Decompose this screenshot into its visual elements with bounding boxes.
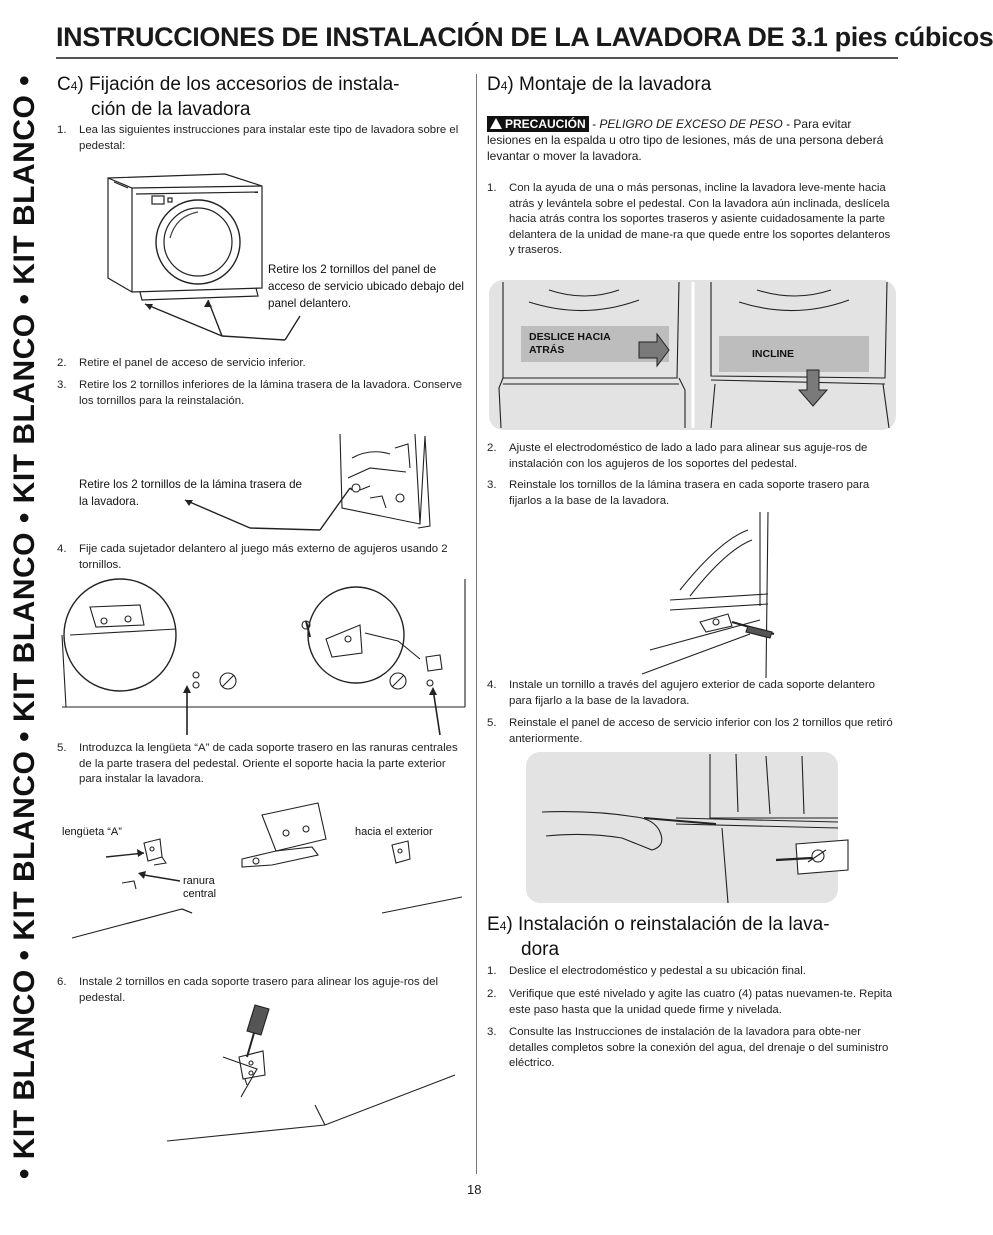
slot-label: ranura central bbox=[183, 875, 217, 900]
section-c4-sub: 4 bbox=[70, 79, 78, 93]
section-e4-heading-line2: dora bbox=[521, 939, 560, 960]
caution-badge: PRECAUCIÓN bbox=[487, 116, 589, 132]
step-text: Instale 2 tornillos en cada soporte tras… bbox=[79, 976, 439, 1004]
step-text: Reinstale el panel de acceso de servicio… bbox=[509, 717, 893, 745]
tilt-label: INCLINE bbox=[752, 348, 794, 360]
section-d4-heading: D4) Montaje de la lavadora bbox=[487, 73, 887, 98]
c4-step-5: 5. Introduzca la lengüeta “A” de cada so… bbox=[57, 741, 467, 788]
outward-label: hacia el exterior bbox=[355, 826, 433, 838]
step-number: 6. bbox=[57, 976, 67, 988]
step-number: 5. bbox=[57, 742, 67, 754]
sidebar-banner-text: • KIT BLANCO • KIT BLANCO • KIT BLANCO •… bbox=[8, 74, 41, 1180]
figure-washer-front bbox=[107, 173, 301, 341]
step-text: Verifique que esté nivelado y agite las … bbox=[509, 988, 893, 1016]
tab-label: lengüeta “A” bbox=[62, 826, 122, 838]
section-e4-heading-line1: ) Instalación o reinstalación de la lava… bbox=[506, 914, 830, 935]
section-c4-letter: C bbox=[57, 74, 71, 95]
title-rule bbox=[56, 57, 898, 59]
d4-step-1: 1. Con la ayuda de una o más personas, i… bbox=[487, 181, 899, 259]
figure-rear-panel-screws bbox=[184, 433, 431, 531]
c4-step-2: 2. Retire el panel de acceso de servicio… bbox=[57, 356, 467, 372]
step-text: Reinstale los tornillos de la lámina tra… bbox=[509, 479, 870, 507]
slide-back-label: DESLICE HACIA ATRÁS bbox=[529, 331, 611, 356]
step-text: Deslice el electrodoméstico y pedestal a… bbox=[509, 965, 806, 977]
c4-step-1: 1. Lea las siguientes instrucciones para… bbox=[57, 123, 467, 154]
step-number: 3. bbox=[487, 1026, 497, 1038]
figure-reinstall-panel bbox=[526, 752, 838, 903]
step-text: Retire el panel de acceso de servicio in… bbox=[79, 357, 306, 369]
d4-step-3: 3. Reinstale los tornillos de la lámina … bbox=[487, 478, 899, 509]
caution-hazard: - PELIGRO DE EXCESO DE PESO - bbox=[588, 117, 794, 131]
step-number: 5. bbox=[487, 717, 497, 729]
step-number: 2. bbox=[57, 357, 67, 369]
step-number: 1. bbox=[487, 965, 497, 977]
section-c4-heading-line1: ) Fijación de los accesorios de instala- bbox=[77, 74, 400, 95]
step-text: Consulte las Instrucciones de instalació… bbox=[509, 1026, 889, 1069]
step-text: Instale un tornillo a través del agujero… bbox=[509, 679, 875, 707]
figure-front-brackets bbox=[61, 578, 466, 736]
step-number: 3. bbox=[487, 479, 497, 491]
step-number: 1. bbox=[487, 182, 497, 194]
caution-notice: PRECAUCIÓN - PELIGRO DE EXCESO DE PESO -… bbox=[487, 116, 897, 164]
step-number: 2. bbox=[487, 988, 497, 1000]
e4-step-3: 3. Consulte las Instrucciones de instala… bbox=[487, 1025, 899, 1072]
figure-front-bracket-screw bbox=[641, 511, 775, 679]
warning-icon bbox=[490, 118, 502, 129]
figure-reinstall-panel-drawing bbox=[541, 753, 849, 904]
caution-badge-text: PRECAUCIÓN bbox=[505, 117, 586, 131]
step-number: 1. bbox=[57, 124, 67, 136]
column-divider bbox=[476, 74, 477, 1174]
step-text: Lea las siguientes instrucciones para in… bbox=[79, 124, 459, 152]
step-text: Fije cada sujetador delantero al juego m… bbox=[79, 543, 448, 571]
figure1-label: Retire los 2 tornillos del panel de acce… bbox=[268, 263, 464, 310]
step-text: Con la ayuda de una o más personas, incl… bbox=[509, 182, 891, 256]
section-c4-heading-line2: ción de la lavadora bbox=[91, 99, 251, 120]
caution-text: Para evitar lesiones en la espalda u otr… bbox=[487, 117, 884, 163]
step-number: 4. bbox=[57, 543, 67, 555]
step-text: Ajuste el electrodoméstico de lado a lad… bbox=[509, 442, 868, 470]
d4-step-2: 2. Ajuste el electrodoméstico de lado a … bbox=[487, 441, 899, 472]
section-e4-letter: E bbox=[487, 914, 500, 935]
step-number: 3. bbox=[57, 379, 67, 391]
d4-step-5: 5. Reinstale el panel de acceso de servi… bbox=[487, 716, 899, 747]
section-d4-sub: 4 bbox=[500, 79, 508, 93]
sidebar-banner: • KIT BLANCO • KIT BLANCO • KIT BLANCO •… bbox=[0, 75, 50, 1180]
page-number: 18 bbox=[467, 1182, 482, 1197]
step-text: Introduzca la lengüeta “A” de cada sopor… bbox=[79, 742, 458, 785]
e4-step-2: 2. Verifique que esté nivelado y agite l… bbox=[487, 987, 899, 1018]
c4-step-3: 3. Retire los 2 tornillos inferiores de … bbox=[57, 378, 467, 409]
section-d4-letter: D bbox=[487, 74, 501, 95]
step-number: 4. bbox=[487, 679, 497, 691]
figure-screwdriver-bracket bbox=[166, 1004, 456, 1142]
d4-step-4: 4. Instale un tornillo a través del aguj… bbox=[487, 678, 899, 709]
section-d4-heading-text: ) Montaje de la lavadora bbox=[507, 74, 712, 95]
figure-slide-tilt-drawing bbox=[498, 281, 890, 429]
figure-rear-brackets bbox=[71, 802, 463, 939]
section-c4-heading: C4) Fijación de los accesorios de instal… bbox=[57, 73, 457, 122]
c4-step-6: 6. Instale 2 tornillos en cada soporte t… bbox=[57, 975, 467, 1006]
figure2-label: Retire los 2 tornillos de la lámina tras… bbox=[79, 478, 302, 508]
page-title: INSTRUCCIONES DE INSTALACIÓN DE LA LAVAD… bbox=[56, 22, 993, 52]
c4-step-4: 4. Fije cada sujetador delantero al jueg… bbox=[57, 542, 467, 573]
e4-step-1: 1. Deslice el electrodoméstico y pedesta… bbox=[487, 964, 899, 980]
section-e4-sub: 4 bbox=[499, 919, 507, 933]
section-e4-heading: E4) Instalación o reinstalación de la la… bbox=[487, 913, 907, 962]
step-number: 2. bbox=[487, 442, 497, 454]
step-text: Retire los 2 tornillos inferiores de la … bbox=[79, 379, 463, 407]
